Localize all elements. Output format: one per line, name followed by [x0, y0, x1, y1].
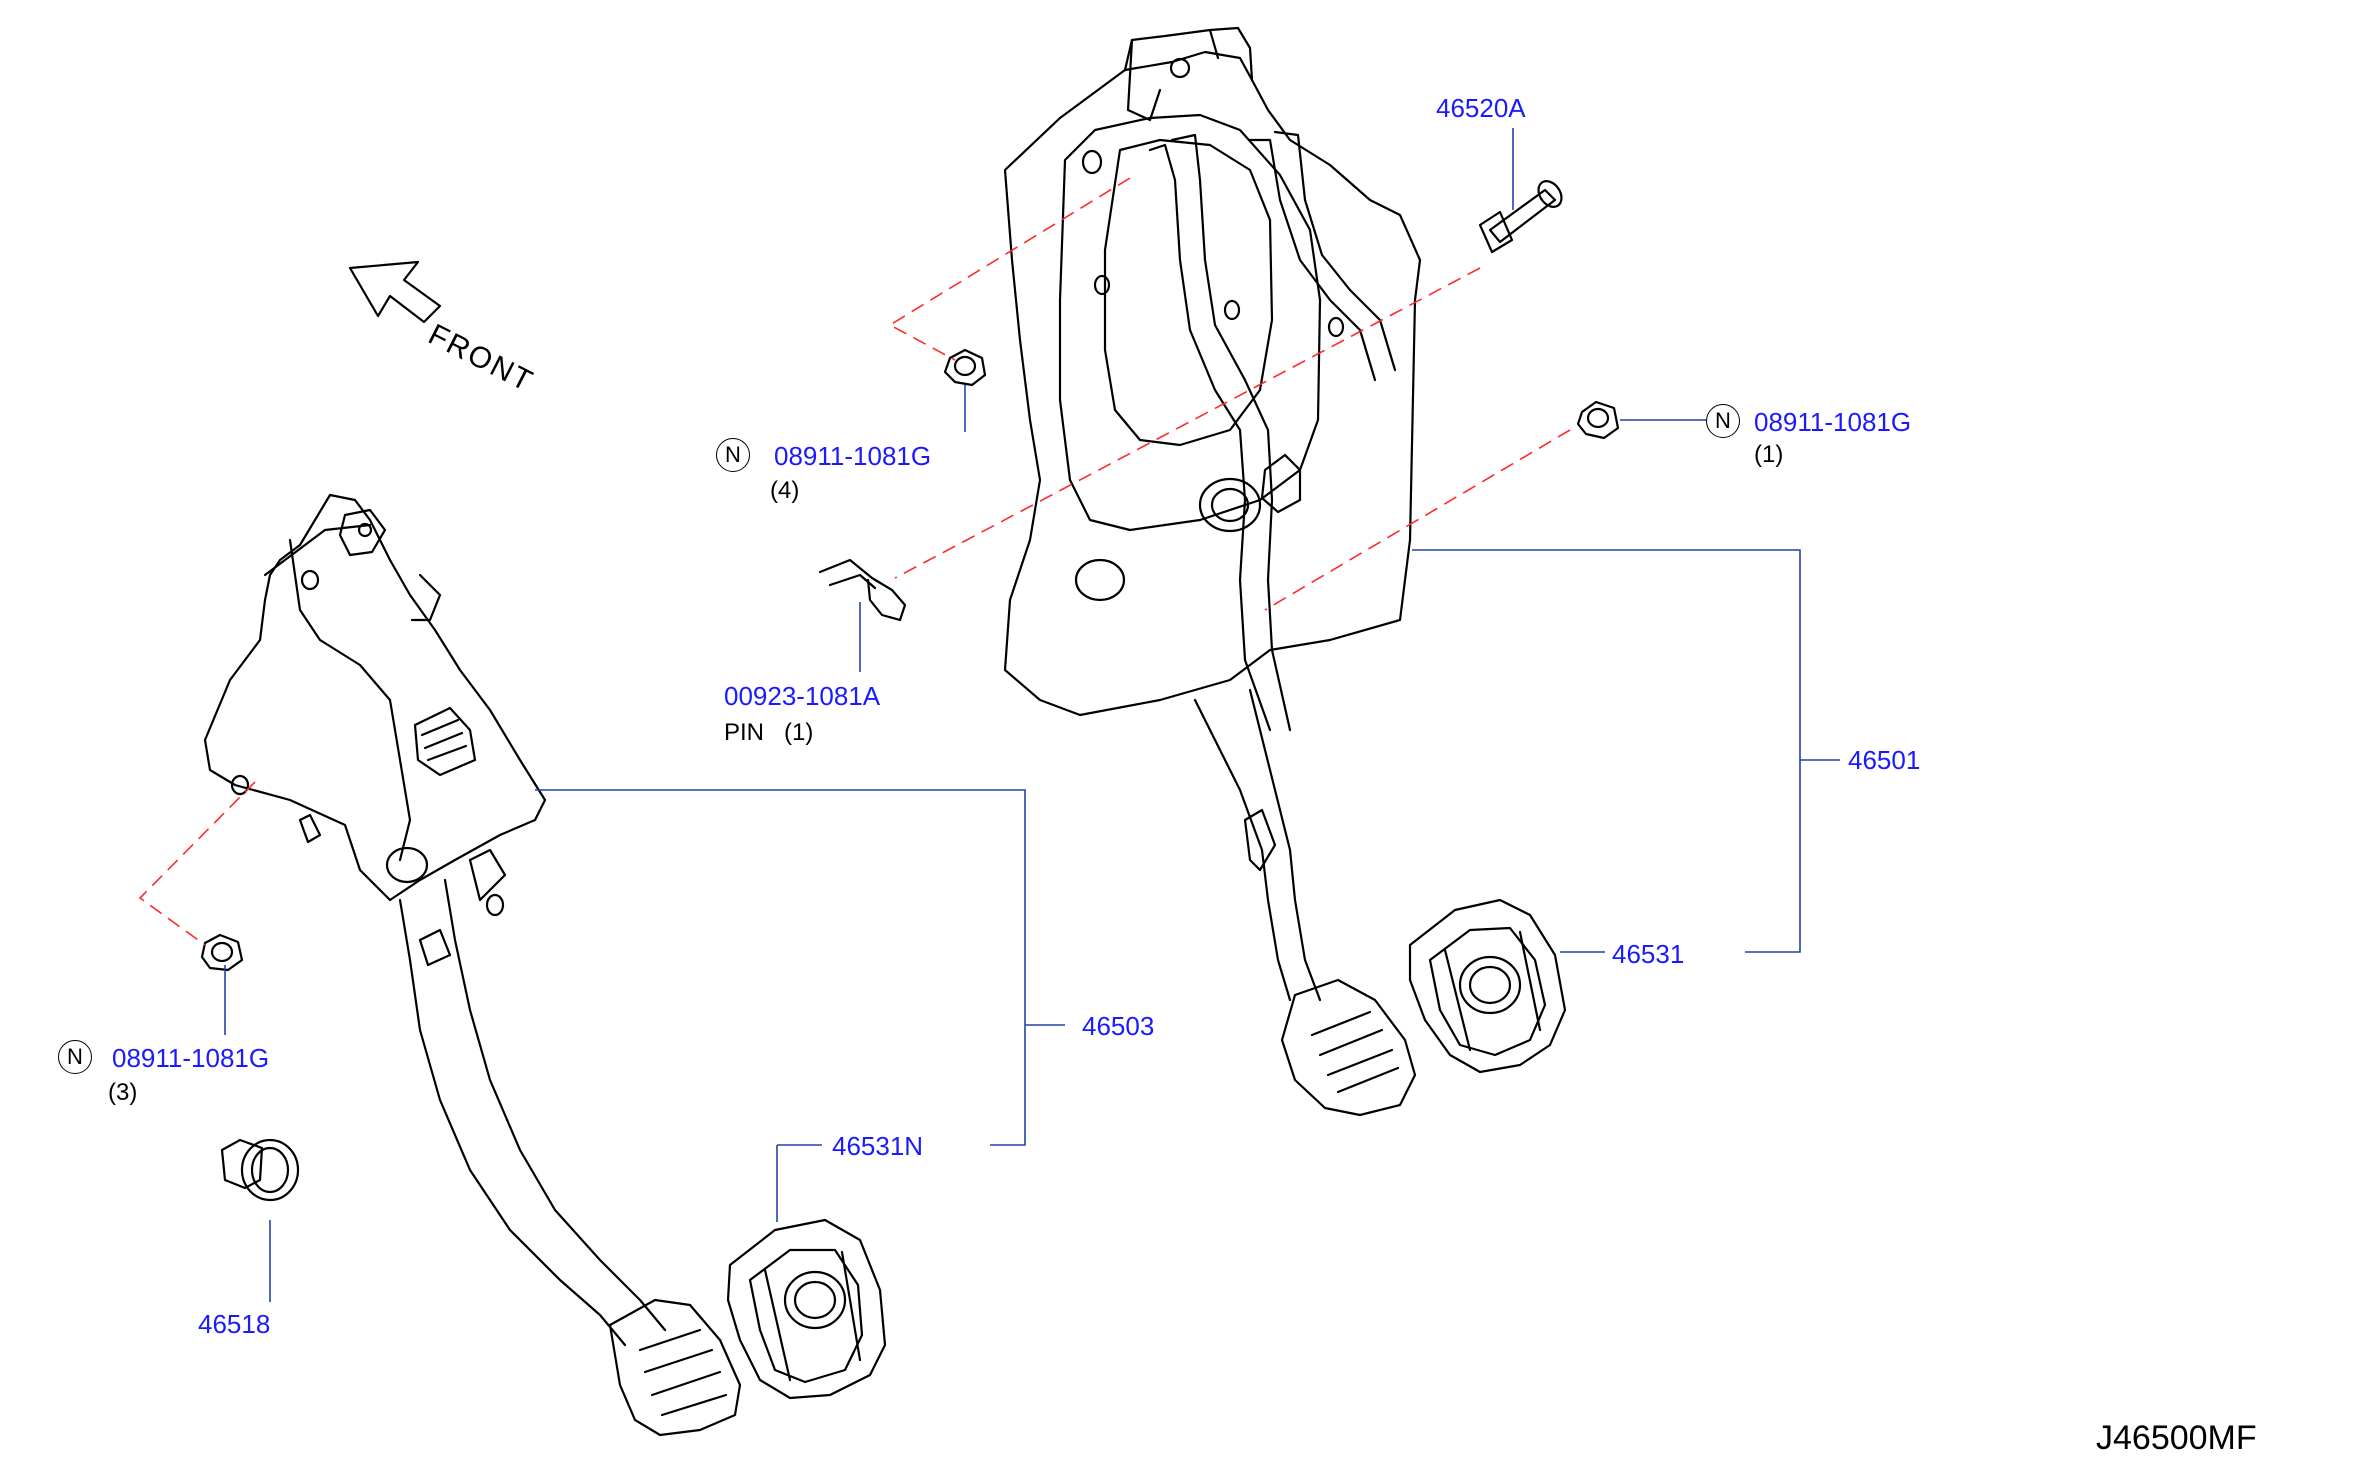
qty-nut-top: (4) — [770, 477, 800, 504]
leader-lines — [224, 128, 1840, 1302]
brake-pedal-assembly — [1003, 26, 1422, 1117]
part-label-nut-left[interactable]: 08911-1081G — [112, 1043, 270, 1073]
stopper-46518 — [220, 1138, 300, 1202]
part-label-46518[interactable]: 46518 — [198, 1309, 271, 1339]
qty-nut-left: (3) — [108, 1079, 138, 1106]
nut-right-icon — [1576, 400, 1620, 440]
nut-left-icon — [200, 933, 244, 972]
qty-nut-right: (1) — [1754, 441, 1784, 468]
part-label-nut-right[interactable]: 08911-1081G — [1754, 407, 1912, 437]
alignment-lines — [138, 177, 1571, 946]
part-label-nut-top[interactable]: 08911-1081G — [774, 441, 932, 471]
part-label-46531N[interactable]: 46531N — [832, 1131, 924, 1161]
nut-top-icon — [943, 348, 987, 387]
diagram-code: J46500MF — [2096, 1419, 2257, 1457]
part-label-46520A[interactable]: 46520A — [1436, 93, 1526, 123]
n-mark-icon: N — [58, 1040, 92, 1074]
n-mark-icon: N — [716, 438, 750, 472]
cotter-pin-icon — [818, 558, 907, 622]
front-arrow-icon — [348, 260, 442, 324]
clutch-pedal-assembly — [203, 493, 742, 1437]
pedal-pad-46531N — [726, 1218, 887, 1400]
n-mark-icon: N — [1706, 404, 1740, 438]
part-label-46531[interactable]: 46531 — [1612, 939, 1685, 969]
clevis-pin-46520A — [1478, 180, 1563, 254]
pedal-pad-46531 — [1408, 898, 1567, 1074]
part-label-46503[interactable]: 46503 — [1082, 1011, 1155, 1041]
pin-note: PIN (1) — [724, 719, 814, 746]
part-label-46501[interactable]: 46501 — [1848, 745, 1921, 775]
part-label-pin[interactable]: 00923-1081A — [724, 681, 881, 711]
